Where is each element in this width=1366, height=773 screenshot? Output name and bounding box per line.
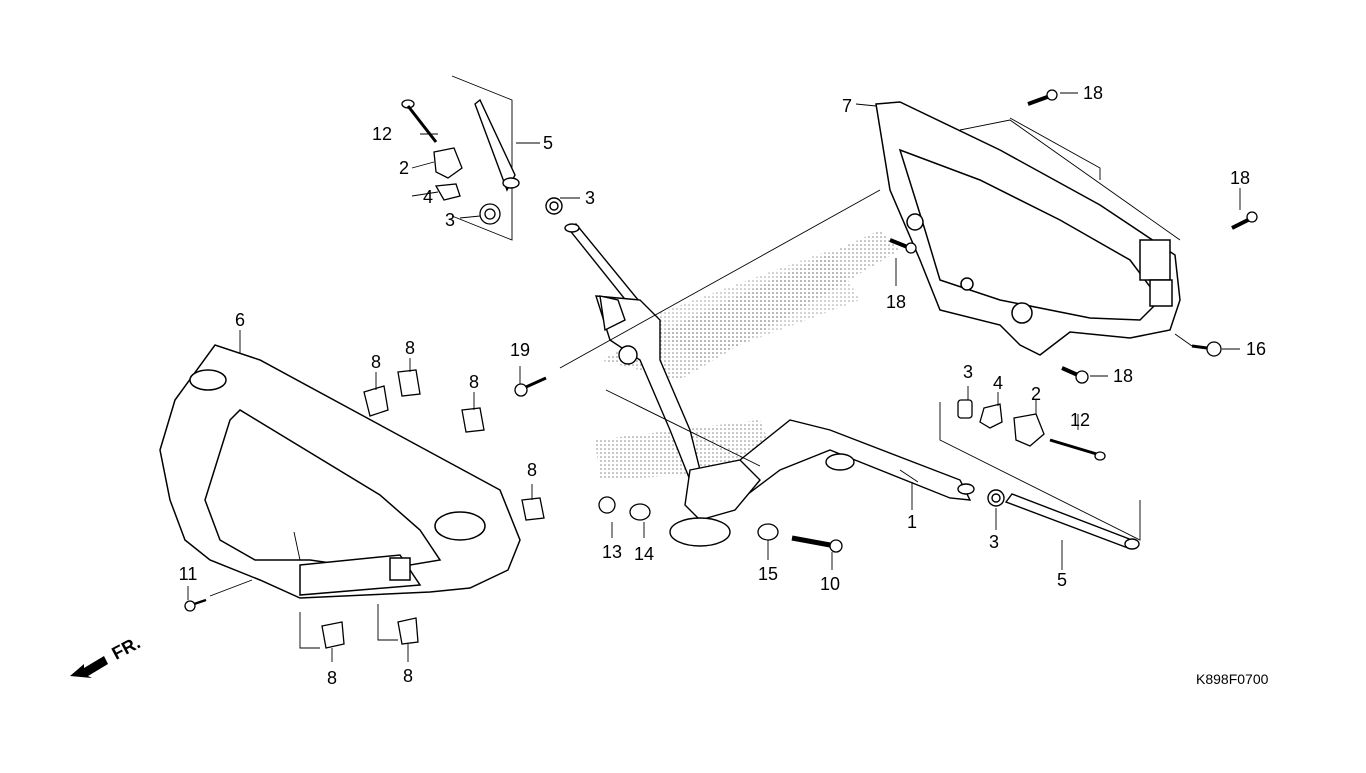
callout-2: 2 <box>398 158 410 178</box>
handle-cover-rear <box>875 101 1181 356</box>
callout-12: 12 <box>371 124 393 144</box>
clips <box>321 369 545 649</box>
callout-7: 7 <box>841 96 853 116</box>
callout-18: 18 <box>1082 83 1104 103</box>
callout-10: 10 <box>819 574 841 594</box>
callout-8: 8 <box>404 338 416 358</box>
leader-lines <box>187 92 1241 662</box>
callout-8: 8 <box>526 460 538 480</box>
callout-14: 14 <box>633 544 655 564</box>
callout-4: 4 <box>422 187 434 207</box>
callout-3: 3 <box>444 210 456 230</box>
callout-3: 3 <box>584 188 596 208</box>
diagram-code: K898F0700 <box>1196 671 1269 687</box>
callout-5: 5 <box>1056 570 1068 590</box>
callout-8: 8 <box>370 352 382 372</box>
callout-13: 13 <box>601 542 623 562</box>
callout-8: 8 <box>468 372 480 392</box>
callout-1: 1 <box>906 512 918 532</box>
callout-6: 6 <box>234 310 246 330</box>
front-arrow-icon <box>70 656 108 678</box>
fasteners <box>184 89 1258 612</box>
callout-15: 15 <box>757 564 779 584</box>
callout-4: 4 <box>992 373 1004 393</box>
right-small-parts <box>957 399 1106 461</box>
callout-5: 5 <box>542 133 554 153</box>
handle-cover-front <box>159 344 521 599</box>
callout-18: 18 <box>1229 168 1251 188</box>
callout-16: 16 <box>1245 339 1267 359</box>
callout-18: 18 <box>1112 366 1134 386</box>
callout-12: 12 <box>1069 410 1091 430</box>
callout-3: 3 <box>988 532 1000 552</box>
callout-18: 18 <box>885 292 907 312</box>
callout-8: 8 <box>326 668 338 688</box>
left-small-parts <box>401 99 501 225</box>
handlebar-upper-group <box>451 75 650 319</box>
callout-3: 3 <box>962 362 974 382</box>
dotted-shade-mid <box>640 250 860 360</box>
callout-11: 11 <box>178 564 198 584</box>
callout-8: 8 <box>402 666 414 686</box>
handlebar-frame <box>595 295 975 547</box>
callout-19: 19 <box>509 340 531 360</box>
handlebar-lower-group <box>939 402 1141 550</box>
callout-2: 2 <box>1030 384 1042 404</box>
